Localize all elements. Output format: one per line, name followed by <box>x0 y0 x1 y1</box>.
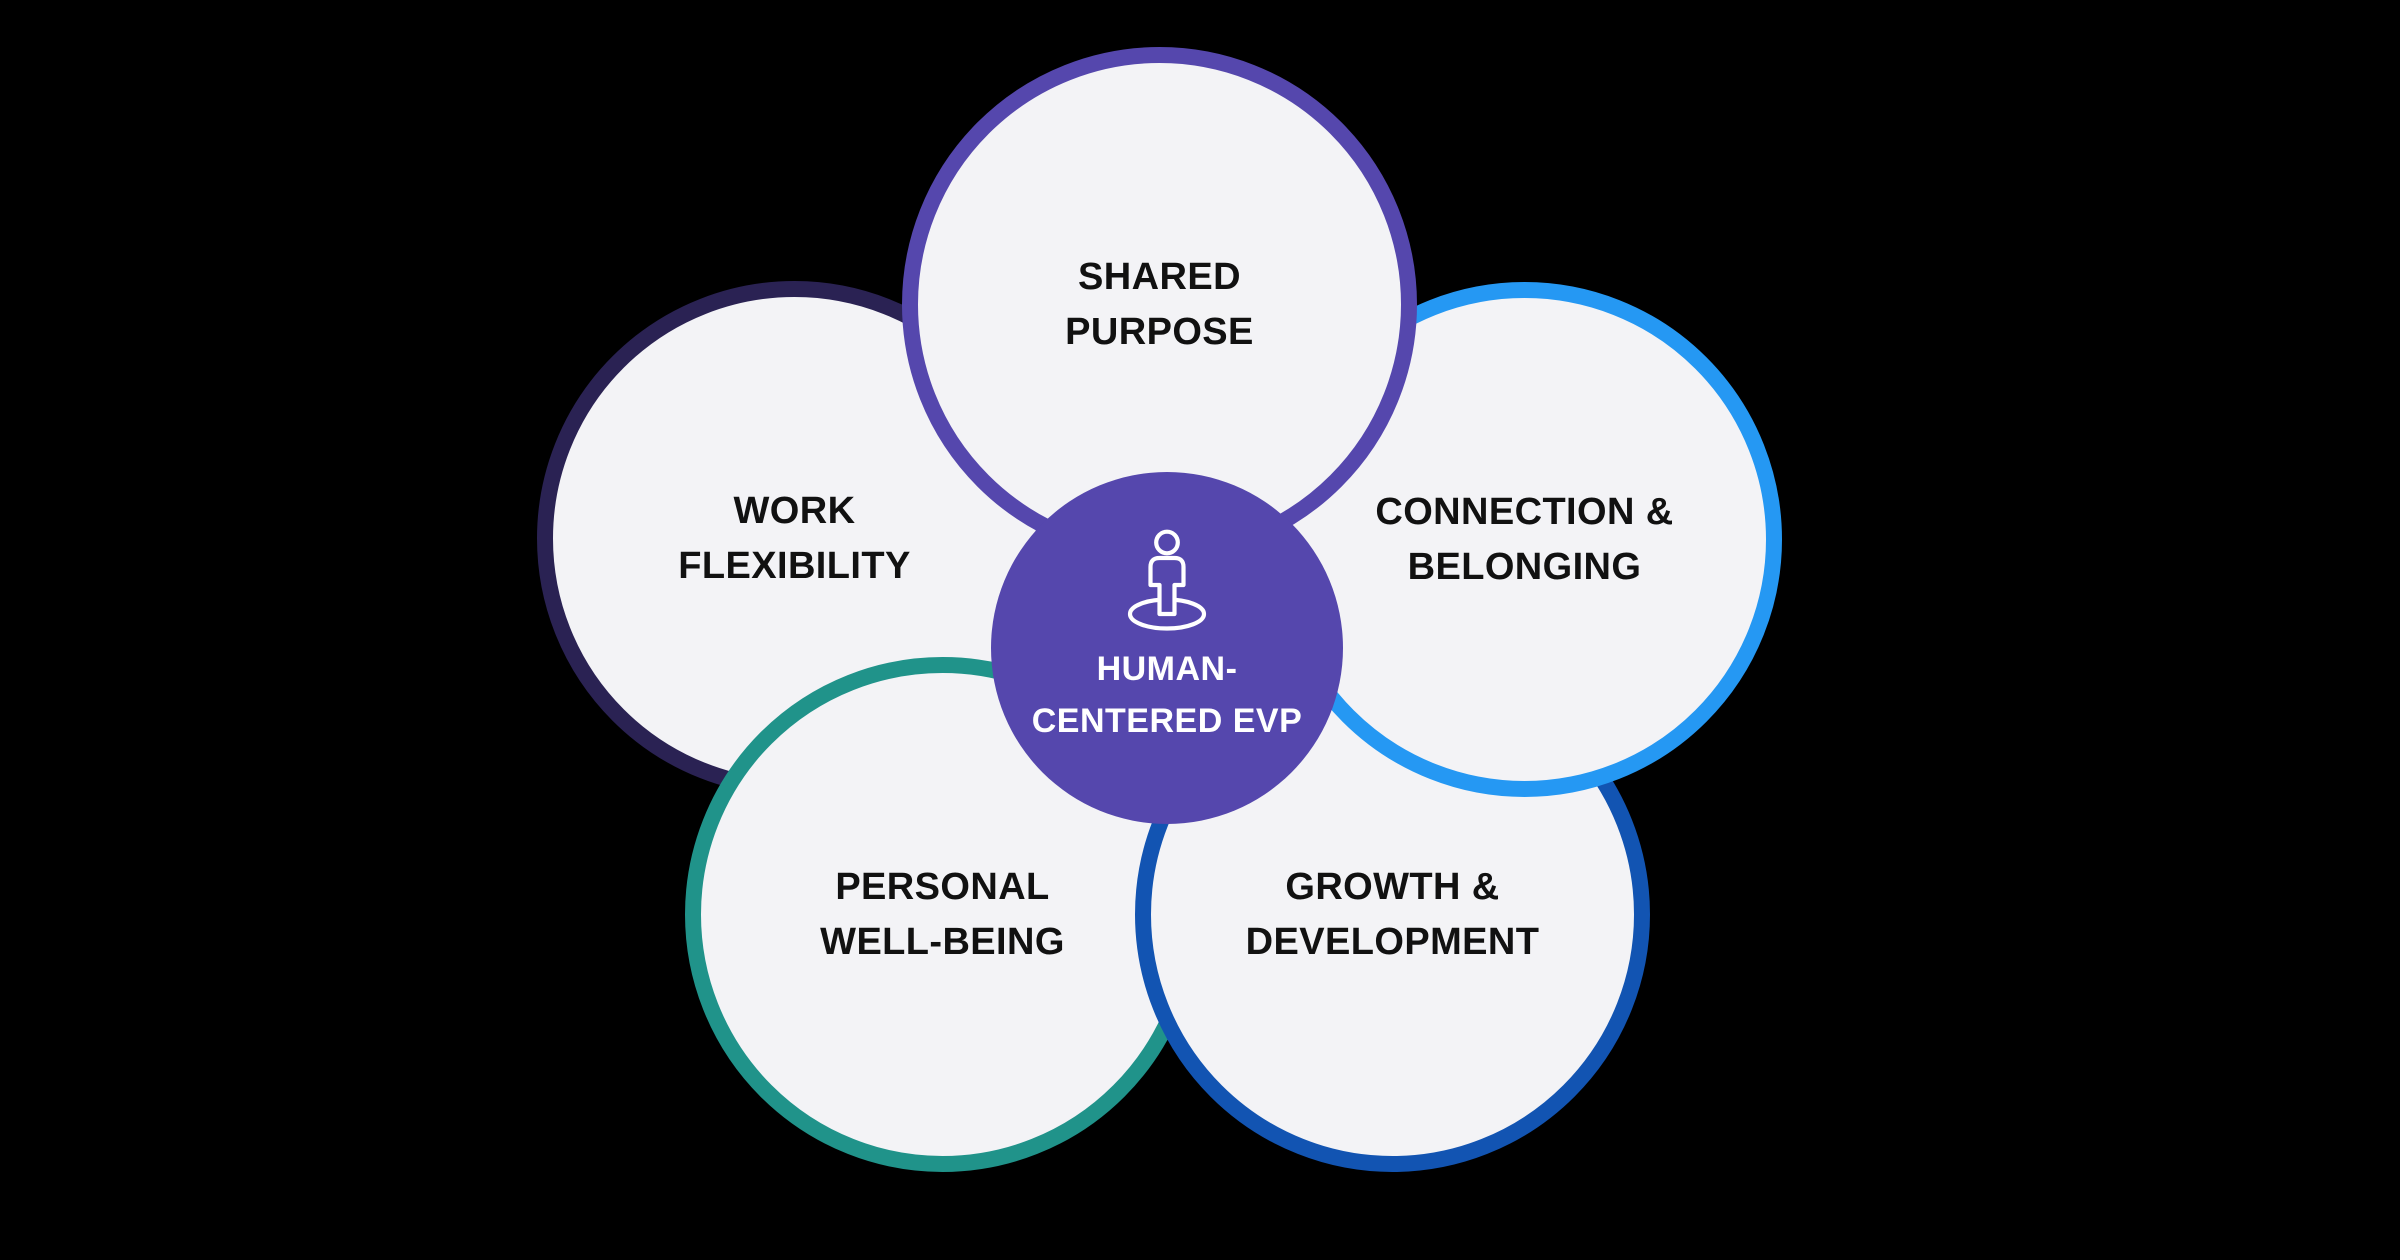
center-label-line: HUMAN- <box>1096 650 1238 688</box>
petal-label-connection-belonging: CONNECTION & BELONGING <box>1375 485 1673 595</box>
petal-label-line: DEVELOPMENT <box>1245 920 1540 963</box>
petal-label-shared-purpose: SHARED PURPOSE <box>1065 250 1254 360</box>
petal-label-line: CONNECTION & <box>1375 490 1674 533</box>
center-circle-human-centered-evp: HUMAN- CENTERED EVP <box>991 472 1343 824</box>
petal-label-line: PERSONAL <box>835 865 1050 908</box>
petal-label-growth-development: GROWTH & DEVELOPMENT <box>1246 860 1540 970</box>
petal-label-line: BELONGING <box>1407 545 1642 588</box>
petal-label-line: FLEXIBILITY <box>678 544 911 587</box>
petal-label-personal-well-being: PERSONAL WELL-BEING <box>820 860 1065 970</box>
center-label: HUMAN- CENTERED EVP <box>1032 643 1303 747</box>
person-on-pedestal-icon <box>1127 529 1207 631</box>
petal-label-work-flexibility: WORK FLEXIBILITY <box>678 484 910 594</box>
petal-label-line: SHARED <box>1078 255 1241 298</box>
petal-label-line: PURPOSE <box>1065 310 1254 353</box>
petal-label-line: WORK <box>733 489 856 532</box>
center-label-line: CENTERED EVP <box>1031 702 1303 740</box>
petal-label-line: GROWTH & <box>1285 865 1500 908</box>
petal-label-line: WELL-BEING <box>820 920 1065 963</box>
